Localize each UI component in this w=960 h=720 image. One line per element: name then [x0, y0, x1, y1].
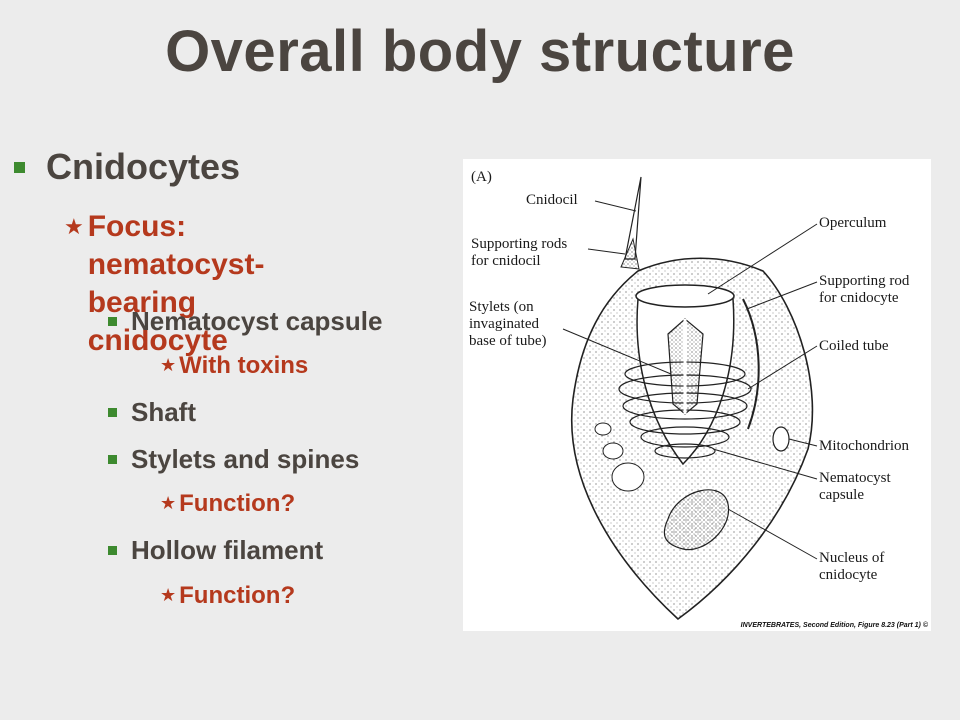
bullet-item: ★ Function?: [160, 490, 295, 518]
bullet-text: Function?: [179, 582, 296, 609]
bullet-item: Shaft: [108, 397, 196, 428]
figure-panel-label: (A): [471, 169, 492, 185]
square-bullet-icon: [14, 162, 25, 173]
slide-title: Overall body structure: [165, 19, 795, 84]
bullet-text: Hollow filament: [131, 535, 324, 565]
label-supporting-rod: Supporting rod for cnidocyte: [819, 273, 910, 306]
bullet-item: Nematocyst capsule: [108, 306, 382, 337]
bullet-item: Stylets and spines: [108, 444, 359, 475]
label-cnidocil: Cnidocil: [526, 192, 578, 208]
bullet-text: Cnidocytes: [46, 146, 241, 187]
bullet-text: Stylets and spines: [131, 444, 360, 474]
label-operculum: Operculum: [819, 215, 887, 231]
bullet-item: Cnidocytes: [14, 146, 240, 188]
label-stylets: Stylets (on invaginated base of tube): [469, 299, 547, 349]
star-bullet-icon: ★: [160, 585, 177, 605]
bullet-item: ★ Focus: nematocyst- bearing cnidocyte: [64, 208, 264, 360]
bullet-item: ★ With toxins: [160, 352, 308, 380]
bullet-text: Nematocyst capsule: [131, 306, 383, 336]
bullet-text: Focus: nematocyst- bearing cnidocyte: [87, 210, 265, 357]
square-bullet-icon: [108, 546, 117, 555]
cnidocyte-illustration: [562, 176, 818, 621]
label-coiled-tube: Coiled tube: [819, 338, 889, 354]
label-nucleus: Nucleus of cnidocyte: [819, 550, 885, 583]
bullet-item: Hollow filament: [108, 535, 323, 566]
square-bullet-icon: [108, 408, 117, 417]
bullet-text: Function?: [179, 490, 296, 517]
square-bullet-icon: [108, 317, 117, 326]
bullet-text: Shaft: [131, 397, 196, 427]
star-bullet-icon: ★: [160, 355, 177, 375]
cnidocyte-figure: (A) Cnidocil Supporting rods for cnidoci…: [463, 159, 931, 631]
label-mitochondrion: Mitochondrion: [819, 438, 909, 454]
bullet-text: With toxins: [179, 352, 309, 379]
bullet-item: ★ Function?: [160, 582, 295, 610]
square-bullet-icon: [108, 455, 117, 464]
label-nematocyst-capsule: Nematocyst capsule: [819, 470, 891, 503]
figure-credit: INVERTEBRATES, Second Edition, Figure 8.…: [740, 622, 928, 629]
star-bullet-icon: ★: [64, 214, 84, 239]
star-bullet-icon: ★: [160, 493, 177, 513]
label-supporting-rods: Supporting rods for cnidocil: [471, 236, 568, 269]
